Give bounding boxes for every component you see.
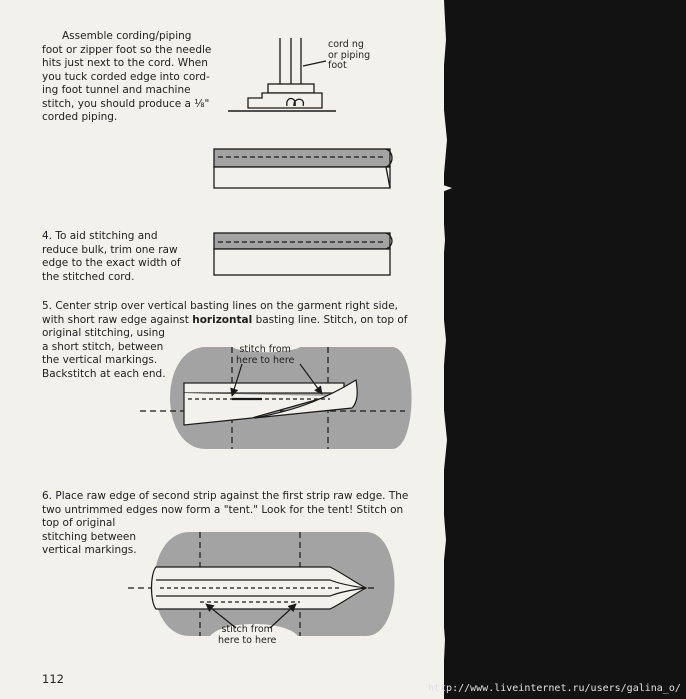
dark-background: [444, 0, 686, 699]
piping-strip-illustration-2: [213, 232, 393, 276]
torn-page-edge: [430, 0, 452, 699]
step6-callout-label: stitch from here to here: [218, 624, 277, 646]
intro-text: Assemble cording/piping foot or zipper f…: [42, 30, 212, 123]
step5-callout-label: stitch from here to here: [236, 344, 295, 366]
step5-diagram: [140, 341, 412, 449]
watermark-url: http://www.liveinternet.ru/users/galina_…: [428, 683, 681, 694]
foot-label: cord ng or piping foot: [328, 39, 371, 71]
step6-diagram: [128, 532, 395, 642]
step5-text: 5. Center strip over vertical basting li…: [42, 300, 408, 380]
step6-text: 6. Place raw edge of second strip agains…: [42, 490, 409, 556]
bold-word: horizontal: [192, 313, 253, 326]
step4-text: 4. To aid stitching and reduce bulk, tri…: [42, 230, 181, 283]
piping-foot-illustration: [228, 38, 336, 112]
piping-strip-illustration-1: [213, 148, 393, 189]
page-number: 112: [42, 672, 64, 686]
